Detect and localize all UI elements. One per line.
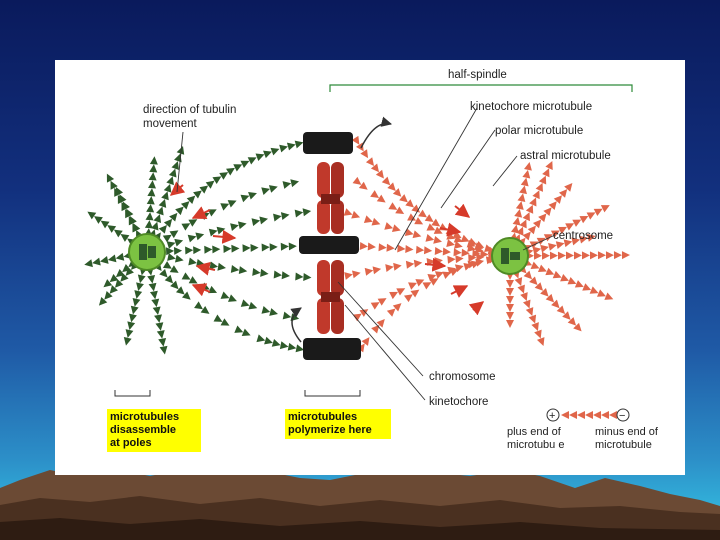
plus-end-label: plus end of microtubu e	[507, 426, 564, 452]
right-half-spindle-microtubules	[344, 136, 630, 353]
chromosome-label: chromosome	[429, 371, 495, 383]
legend-tube	[561, 411, 617, 419]
poles-note-bracket	[115, 390, 150, 396]
chromosome-upper	[317, 162, 344, 234]
tubulin-direction-label-line1: direction of tubulin	[143, 104, 236, 116]
left-half-spindle-microtubules	[84, 141, 311, 355]
diagram-panel: half-spindle kinetochore microtubule pol…	[55, 60, 685, 475]
centrosome-right	[492, 238, 528, 274]
kinetochore-plate-middle	[299, 236, 359, 254]
legend-microtubule-arrows	[561, 411, 617, 419]
minus-symbol-text: −	[619, 410, 625, 422]
middle-note: microtubules polymerize here	[285, 409, 391, 439]
middle-note-bracket	[305, 390, 360, 396]
minus-end-label: minus end of microtubule	[595, 426, 658, 452]
polar-microtubule-label: polar microtubule	[495, 125, 583, 137]
astral-microtubule-label: astral microtubule	[520, 150, 611, 162]
kinetochore-plate-bottom	[303, 338, 361, 360]
plus-symbol-text: +	[549, 410, 555, 422]
tubulin-direction-label-line2: movement	[143, 118, 197, 130]
chromosome-lower	[317, 260, 344, 334]
right-microtubule-4	[344, 252, 505, 279]
microtubule-polarity-legend: + −	[547, 409, 629, 422]
half-spindle-label: half-spindle	[448, 69, 507, 81]
centrosome-left	[129, 234, 165, 270]
kinetochore-plate-top	[303, 132, 353, 154]
poles-note: microtubules disassemble at poles	[107, 409, 201, 452]
centrosome-label: centrosome	[553, 230, 613, 242]
kinetochore-label: kinetochore	[429, 396, 488, 408]
half-spindle-bracket	[330, 85, 632, 92]
kinetochore-microtubule-label: kinetochore microtubule	[470, 101, 592, 113]
